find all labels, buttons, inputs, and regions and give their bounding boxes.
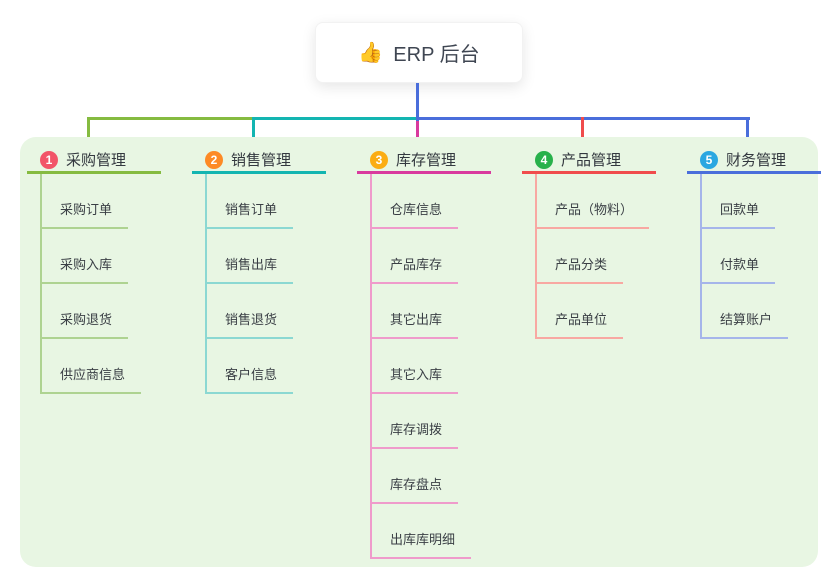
- leaf-label: 结算账户: [720, 312, 773, 327]
- leaf-label: 其它出库: [390, 312, 443, 327]
- branch-items: 销售订单 销售出库 销售退货 客户信息: [205, 174, 342, 394]
- leaf-label: 产品分类: [555, 257, 608, 272]
- connector-drop-product: [581, 117, 584, 147]
- leaf-label: 客户信息: [225, 367, 278, 382]
- leaf-node[interactable]: 销售订单: [207, 174, 294, 229]
- leaf-label: 销售订单: [225, 202, 278, 217]
- leaf-label: 供应商信息: [60, 367, 126, 382]
- leaf-label: 库存调拨: [390, 422, 443, 437]
- branch-label: 销售管理: [231, 152, 292, 169]
- connector-drop-sales: [252, 117, 255, 147]
- branch-number-badge: 4: [535, 150, 553, 169]
- branch-items: 产品（物料） 产品分类 产品单位: [535, 174, 672, 339]
- branch-header-inventory[interactable]: 3 库存管理: [357, 148, 491, 174]
- leaf-node[interactable]: 回款单: [702, 174, 776, 229]
- branch-header-finance[interactable]: 5 财务管理: [687, 148, 821, 174]
- branch-number-badge: 1: [40, 150, 58, 169]
- branch-label: 财务管理: [726, 152, 787, 169]
- leaf-node[interactable]: 库存调拨: [372, 394, 459, 449]
- root-node[interactable]: 👍 ERP 后台: [315, 22, 523, 83]
- leaf-node[interactable]: 出库库明细: [372, 504, 472, 559]
- leaf-label: 付款单: [720, 257, 760, 272]
- leaf-label: 仓库信息: [390, 202, 443, 217]
- connector-spine-left-green: [87, 117, 254, 120]
- branches-panel: 1 采购管理 采购订单 采购入库 采购退货 供应商信息 2 销售管理 销售订单 …: [20, 137, 821, 567]
- leaf-label: 产品单位: [555, 312, 608, 327]
- leaf-label: 出库库明细: [390, 532, 456, 547]
- leaf-label: 销售出库: [225, 257, 278, 272]
- leaf-label: 其它入库: [390, 367, 443, 382]
- leaf-node[interactable]: 产品（物料）: [537, 174, 650, 229]
- leaf-node[interactable]: 其它入库: [372, 339, 459, 394]
- leaf-node[interactable]: 采购退货: [42, 284, 129, 339]
- branch-number-badge: 2: [205, 150, 223, 169]
- leaf-label: 采购退货: [60, 312, 113, 327]
- root-title: ERP 后台: [393, 44, 480, 66]
- leaf-node[interactable]: 供应商信息: [42, 339, 142, 394]
- branch-items: 采购订单 采购入库 采购退货 供应商信息: [40, 174, 177, 394]
- leaf-node[interactable]: 其它出库: [372, 284, 459, 339]
- leaf-label: 产品（物料）: [555, 202, 634, 217]
- leaf-node[interactable]: 销售退货: [207, 284, 294, 339]
- connector-drop-finance: [746, 117, 749, 147]
- branch-column-product: 4 产品管理 产品（物料） 产品分类 产品单位: [522, 137, 672, 339]
- leaf-node[interactable]: 仓库信息: [372, 174, 459, 229]
- connector-root-drop: [416, 83, 419, 121]
- leaf-label: 采购入库: [60, 257, 113, 272]
- branch-column-procurement: 1 采购管理 采购订单 采购入库 采购退货 供应商信息: [27, 137, 177, 394]
- branch-column-inventory: 3 库存管理 仓库信息 产品库存 其它出库 其它入库 库存调拨 库存盘点 出库库…: [357, 137, 507, 559]
- leaf-node[interactable]: 产品分类: [537, 229, 624, 284]
- leaf-node[interactable]: 销售出库: [207, 229, 294, 284]
- leaf-node[interactable]: 采购入库: [42, 229, 129, 284]
- branch-column-sales: 2 销售管理 销售订单 销售出库 销售退货 客户信息: [192, 137, 342, 394]
- leaf-node[interactable]: 产品库存: [372, 229, 459, 284]
- branch-label: 采购管理: [66, 152, 127, 169]
- leaf-label: 回款单: [720, 202, 760, 217]
- leaf-node[interactable]: 结算账户: [702, 284, 789, 339]
- branch-number-badge: 5: [700, 150, 718, 169]
- leaf-node[interactable]: 客户信息: [207, 339, 294, 394]
- thumbs-up-icon: 👍: [358, 42, 384, 64]
- leaf-node[interactable]: 产品单位: [537, 284, 624, 339]
- leaf-label: 库存盘点: [390, 477, 443, 492]
- branch-label: 库存管理: [396, 152, 457, 169]
- branch-header-procurement[interactable]: 1 采购管理: [27, 148, 161, 174]
- branch-items: 仓库信息 产品库存 其它出库 其它入库 库存调拨 库存盘点 出库库明细: [370, 174, 507, 559]
- branch-label: 产品管理: [561, 152, 622, 169]
- connector-drop-procurement: [87, 117, 90, 147]
- leaf-node[interactable]: 采购订单: [42, 174, 129, 229]
- branch-header-sales[interactable]: 2 销售管理: [192, 148, 326, 174]
- branch-items: 回款单 付款单 结算账户: [700, 174, 837, 339]
- branch-number-badge: 3: [370, 150, 388, 169]
- leaf-node[interactable]: 库存盘点: [372, 449, 459, 504]
- connector-drop-inventory: [416, 121, 419, 147]
- leaf-label: 产品库存: [390, 257, 443, 272]
- leaf-label: 采购订单: [60, 202, 113, 217]
- branch-column-finance: 5 财务管理 回款单 付款单 结算账户: [687, 137, 837, 339]
- connector-spine-mid-teal: [252, 117, 418, 120]
- branch-header-product[interactable]: 4 产品管理: [522, 148, 656, 174]
- leaf-node[interactable]: 付款单: [702, 229, 776, 284]
- leaf-label: 销售退货: [225, 312, 278, 327]
